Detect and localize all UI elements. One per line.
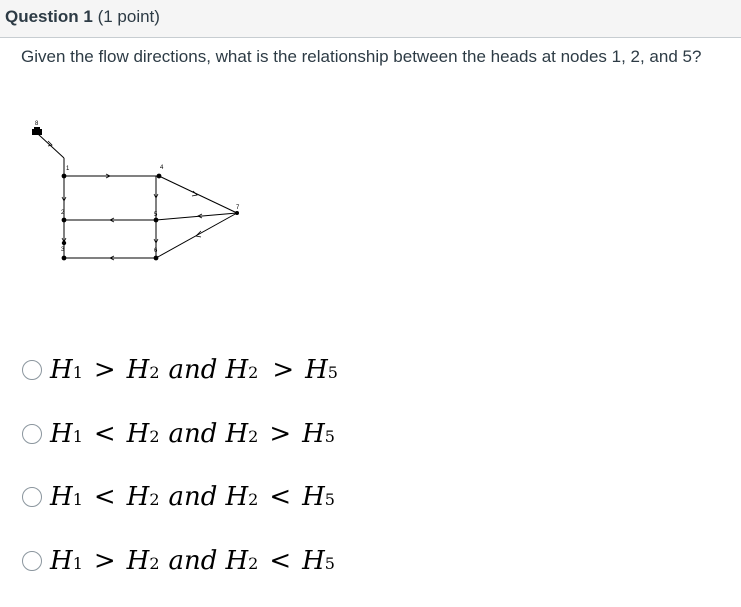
node-3-dot [61, 255, 67, 261]
node-label-5: 5 [154, 212, 158, 218]
node-label-6: 6 [154, 248, 158, 254]
question-points: (1 point) [92, 7, 160, 26]
flow-arrow-1-4 [105, 173, 111, 179]
radio-button-3[interactable] [22, 487, 42, 507]
pipe-7-5 [155, 212, 238, 221]
node-label-2: 2 [61, 210, 65, 216]
reservoir-icon [32, 129, 42, 135]
flow-arrow-7-5 [197, 213, 203, 219]
node-3-upper-dot [61, 240, 67, 246]
node-label-8: 8 [35, 121, 39, 127]
question-header: Question 1 (1 point) [0, 0, 741, 38]
radio-button-4[interactable] [22, 551, 42, 571]
node-4-dot [156, 173, 162, 179]
question-number: Question 1 [5, 7, 93, 26]
flow-arrow-7-6 [195, 230, 202, 238]
pipe-network-diagram: 8 1 4 2 5 7 3 6 [32, 121, 240, 261]
node-5-dot [153, 217, 159, 223]
flow-arrow-8-1 [47, 140, 53, 147]
pipe-8-1 [37, 133, 65, 159]
node-label-7: 7 [236, 205, 240, 211]
pipe-4-7 [158, 175, 238, 214]
node-7-dot [235, 211, 239, 215]
flow-arrow-6-3 [109, 255, 115, 261]
radio-button-1[interactable] [22, 360, 42, 380]
flow-arrow-4-5 [153, 193, 159, 199]
node-label-1: 1 [66, 166, 70, 172]
node-label-3: 3 [61, 247, 65, 253]
flow-arrow-1-2 [61, 196, 67, 202]
flow-arrow-5-2 [109, 217, 115, 223]
question-title: Question 1 (1 point) [5, 6, 160, 28]
node-label-4: 4 [160, 165, 164, 171]
node-6-dot [153, 255, 159, 261]
flow-arrow-4-7 [191, 190, 198, 197]
flow-arrow-5-6 [153, 238, 159, 244]
radio-button-2[interactable] [22, 424, 42, 444]
node-1-dot [61, 173, 67, 179]
question-text: Given the flow directions, what is the r… [21, 47, 702, 66]
node-2-dot [61, 217, 67, 223]
